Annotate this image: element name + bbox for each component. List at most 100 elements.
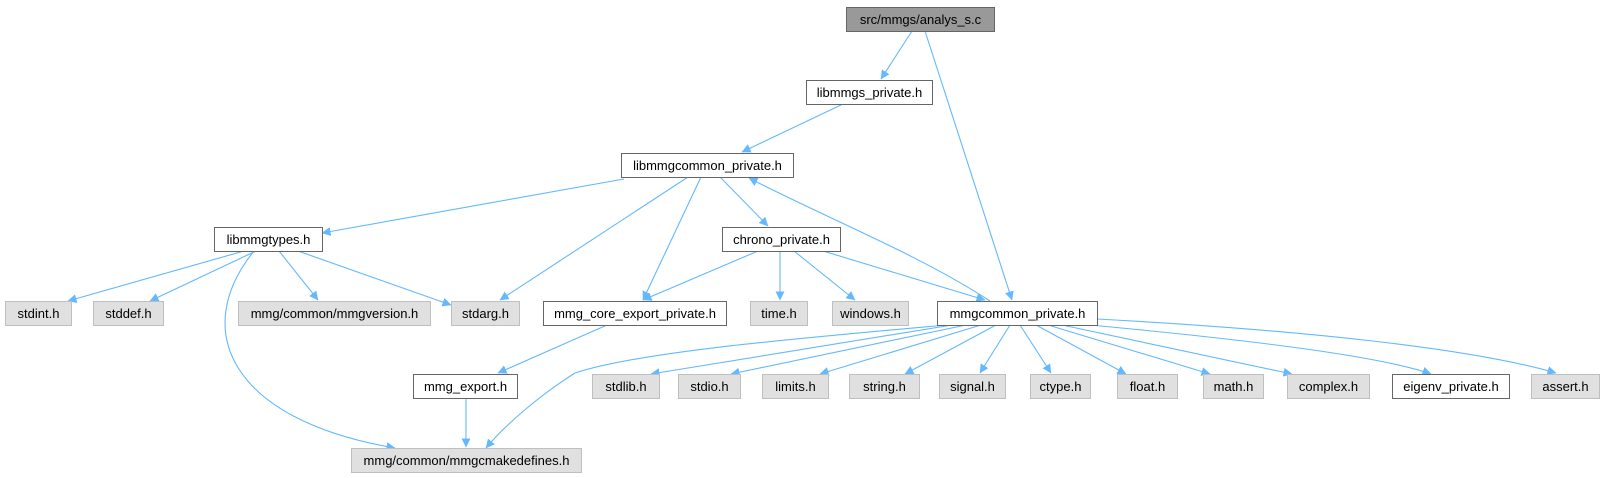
edge-analys_s-to-mmgcommon_private bbox=[924, 30, 1014, 301]
edge-libmmgcommon_private-to-mmg_core_export_private bbox=[642, 176, 702, 301]
node-stdint: stdint.h bbox=[5, 301, 72, 326]
node-libmmgcommon-private[interactable]: libmmgcommon_private.h bbox=[621, 153, 794, 178]
node-box bbox=[451, 301, 520, 326]
node-box bbox=[1117, 374, 1178, 399]
edge-mmgcommon_private-to-signal bbox=[979, 324, 1011, 374]
edge-libmmgcommon_private-to-chrono_private bbox=[719, 176, 769, 227]
node-math: math.h bbox=[1203, 374, 1264, 399]
node-box bbox=[214, 227, 323, 252]
edge-mmgcommon_private-to-stdlib bbox=[650, 324, 953, 378]
node-label: chrono_private.h bbox=[733, 232, 830, 247]
node-label: assert.h bbox=[1542, 379, 1588, 394]
node-label: stdarg.h bbox=[462, 306, 509, 321]
edge-mmgcommon_private-to-float bbox=[1035, 324, 1127, 375]
edge-mmgcommon_private-to-string bbox=[904, 324, 997, 375]
node-box bbox=[750, 301, 808, 326]
node-stdlib: stdlib.h bbox=[592, 374, 660, 399]
node-limits: limits.h bbox=[762, 374, 829, 399]
node-label: libmmgcommon_private.h bbox=[633, 158, 782, 173]
node-label: stdint.h bbox=[18, 306, 60, 321]
edge-mmgcommon_private-to-ctype bbox=[1019, 324, 1052, 374]
node-stdarg: stdarg.h bbox=[451, 301, 520, 326]
nodes-layer: src/mmgs/analys_s.c libmmgs_private.hlibm… bbox=[5, 7, 1600, 473]
edge-libmmgtypes-to-stddef bbox=[149, 250, 257, 302]
node-label: signal.h bbox=[950, 379, 995, 394]
node-mmg-export[interactable]: mmg_export.h bbox=[413, 374, 518, 399]
edges-layer bbox=[67, 30, 1557, 452]
node-box bbox=[1030, 374, 1091, 399]
node-float: float.h bbox=[1117, 374, 1178, 399]
edge-mmgcommon_private-to-eigenv_private bbox=[1089, 324, 1432, 376]
edge-libmmgcommon_private-to-stdarg bbox=[499, 176, 689, 301]
node-mmgcommon-private[interactable]: mmgcommon_private.h bbox=[937, 301, 1098, 326]
node-label: math.h bbox=[1214, 379, 1254, 394]
node-libmmgs-private[interactable]: libmmgs_private.h bbox=[806, 80, 933, 105]
node-box bbox=[1287, 374, 1370, 399]
node-label: time.h bbox=[761, 306, 796, 321]
node-box bbox=[1392, 374, 1510, 399]
edge-chrono_private-to-mmg_core_export_private bbox=[642, 250, 759, 301]
node-label: eigenv_private.h bbox=[1403, 379, 1498, 394]
node-label: stdlib.h bbox=[605, 379, 646, 394]
node-assert: assert.h bbox=[1531, 374, 1600, 399]
node-box bbox=[762, 374, 829, 399]
node-label: float.h bbox=[1130, 379, 1165, 394]
node-label: mmg/common/mmgversion.h bbox=[251, 306, 419, 321]
edge-mmg_core_export_private-to-mmg_export bbox=[497, 324, 608, 374]
node-label: libmmgs_private.h bbox=[817, 85, 923, 100]
edge-libmmgcommon_private-to-libmmgtypes bbox=[321, 178, 625, 236]
node-box bbox=[678, 374, 741, 399]
edge-mmgcommon_private-to-mmgcmakedefines bbox=[485, 324, 947, 449]
node-box bbox=[543, 301, 727, 326]
node-mmgversion: mmg/common/mmgversion.h bbox=[238, 301, 431, 326]
edge-mmgcommon_private-to-assert bbox=[1096, 318, 1557, 375]
node-box bbox=[351, 448, 582, 473]
node-box bbox=[937, 301, 1098, 326]
node-string: string.h bbox=[849, 374, 920, 399]
node-box bbox=[5, 301, 72, 326]
node-label: stddef.h bbox=[105, 306, 151, 321]
node-label: string.h bbox=[863, 379, 906, 394]
edge-libmmgtypes-to-stdint bbox=[67, 250, 245, 303]
node-box bbox=[939, 374, 1006, 399]
edge-analys_s-to-libmmgs_private bbox=[880, 30, 913, 80]
edge-chrono_private-to-windows bbox=[793, 250, 856, 301]
node-box bbox=[1531, 374, 1600, 399]
edge-mmgcommon_private-to-stdio bbox=[730, 324, 967, 377]
node-label: windows.h bbox=[839, 306, 901, 321]
node-box bbox=[849, 374, 920, 399]
node-label: mmg/common/mmgcmakedefines.h bbox=[364, 453, 570, 468]
node-label: complex.h bbox=[1299, 379, 1358, 394]
node-complex: complex.h bbox=[1287, 374, 1370, 399]
node-label: mmgcommon_private.h bbox=[950, 306, 1086, 321]
edge-libmmgs_private-to-libmmgcommon_private bbox=[741, 103, 844, 153]
edge-mmgcommon_private-to-math bbox=[1047, 324, 1211, 376]
node-analys-s[interactable]: src/mmgs/analys_s.c bbox=[846, 7, 995, 32]
node-box bbox=[93, 301, 164, 326]
node-mmg-core-export-private[interactable]: mmg_core_export_private.h bbox=[543, 301, 727, 326]
node-libmmgtypes[interactable]: libmmgtypes.h bbox=[214, 227, 323, 252]
node-label: mmg_export.h bbox=[424, 379, 507, 394]
node-label: ctype.h bbox=[1040, 379, 1082, 394]
node-eigenv-private[interactable]: eigenv_private.h bbox=[1392, 374, 1510, 399]
node-chrono-private[interactable]: chrono_private.h bbox=[722, 227, 841, 252]
node-box bbox=[238, 301, 431, 326]
node-box bbox=[592, 374, 660, 399]
node-box bbox=[621, 153, 794, 178]
edge-libmmgtypes-to-stdarg bbox=[297, 250, 452, 307]
node-label: stdio.h bbox=[690, 379, 728, 394]
node-label: libmmgtypes.h bbox=[227, 232, 311, 247]
node-time: time.h bbox=[750, 301, 808, 326]
node-stdio: stdio.h bbox=[678, 374, 741, 399]
node-label: src/mmgs/analys_s.c bbox=[860, 12, 982, 27]
node-label: limits.h bbox=[775, 379, 815, 394]
node-box bbox=[846, 7, 995, 32]
node-windows: windows.h bbox=[832, 301, 909, 326]
edge-libmmgtypes-to-mmgcmakedefines bbox=[224, 250, 396, 452]
node-box bbox=[413, 374, 518, 399]
edge-mmgcommon_private-to-complex bbox=[1061, 324, 1293, 377]
node-mmgcmakedefines: mmg/common/mmgcmakedefines.h bbox=[351, 448, 582, 473]
node-box bbox=[722, 227, 841, 252]
node-signal: signal.h bbox=[939, 374, 1006, 399]
